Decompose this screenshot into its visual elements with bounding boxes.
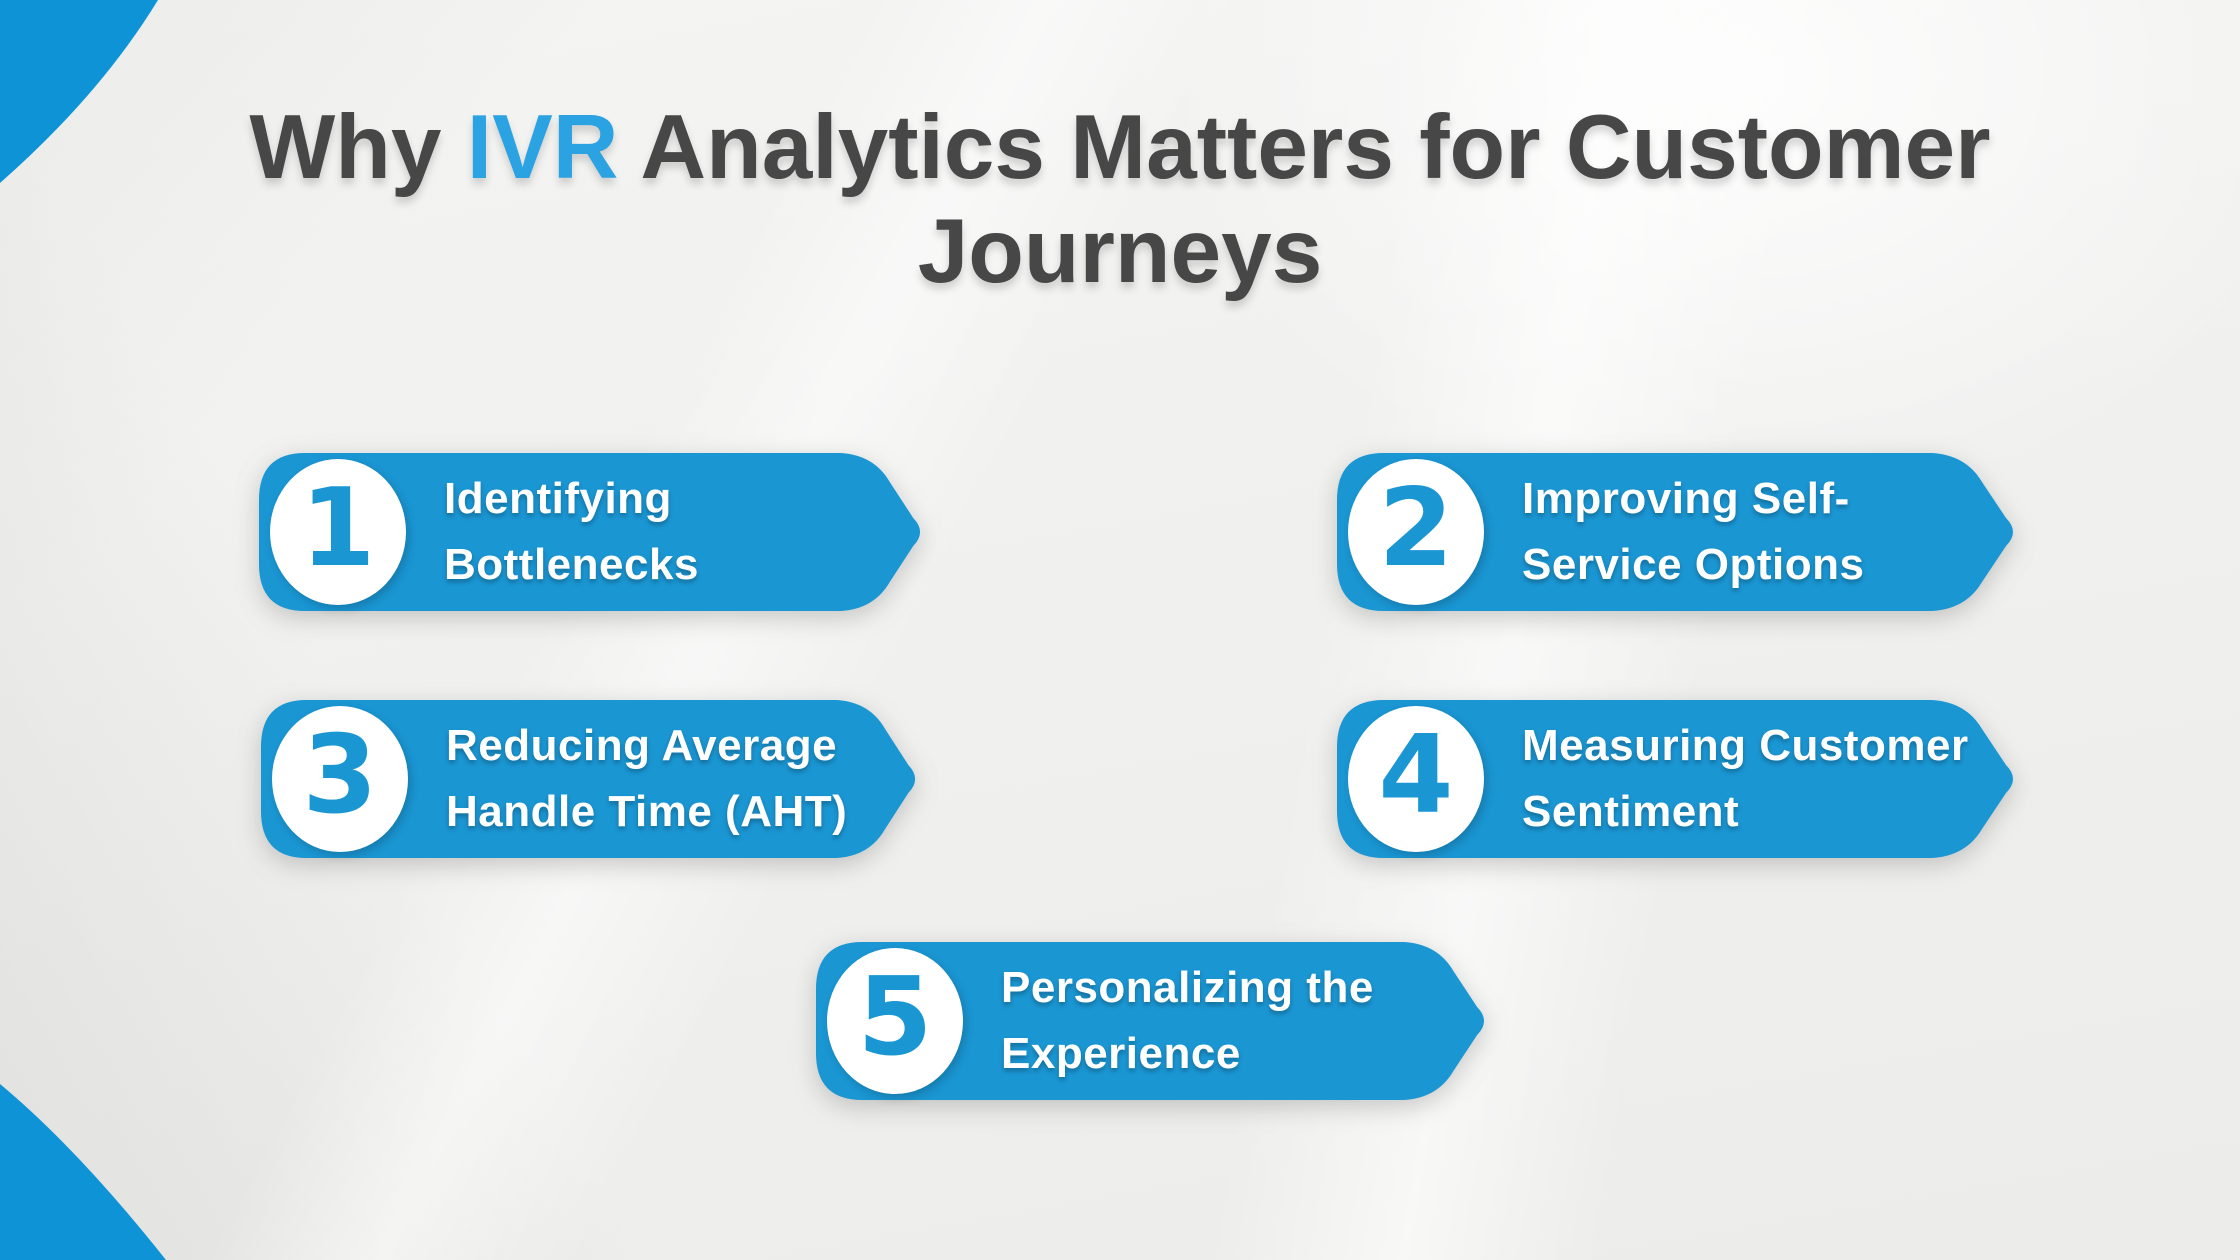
top-left-corner-decoration xyxy=(0,0,158,183)
arrow-pill-shape xyxy=(1337,700,2013,858)
title-highlight-ivr: IVR xyxy=(466,97,619,198)
step-label-line1: Personalizing the xyxy=(1001,963,1374,1012)
page-title: Why IVR Analytics Matters for Customer J… xyxy=(0,96,2240,304)
step-label: Personalizing the Experience xyxy=(1001,941,1451,1101)
step-number: 2 xyxy=(1378,466,1454,591)
step-label: Improving Self- Service Options xyxy=(1522,452,1980,612)
step-label-line2: Handle Time (AHT) xyxy=(446,787,848,836)
step-label-line1: Measuring Customer xyxy=(1522,721,1969,770)
arrow-pill-shape xyxy=(260,700,916,858)
step-number: 4 xyxy=(1378,713,1454,838)
title-line2: Journeys xyxy=(917,201,1323,302)
step-label-line1: Identifying xyxy=(444,474,672,523)
step-label-line1: Improving Self- xyxy=(1522,474,1850,523)
step-label-line2: Bottlenecks xyxy=(444,540,699,589)
title-line1: Why IVR Analytics Matters for Customer xyxy=(0,96,2240,200)
step-label: Measuring Customer Sentiment xyxy=(1522,699,1980,859)
title-text-prefix: Why xyxy=(249,97,442,198)
step-label-line2: Experience xyxy=(1001,1029,1241,1078)
arrow-pill-shape xyxy=(815,942,1485,1100)
arrow-pill-shape xyxy=(258,453,921,611)
step-item-4: 4 Measuring Customer Sentiment xyxy=(1336,699,2016,859)
step-number: 5 xyxy=(857,955,933,1080)
step-number-badge: 2 xyxy=(1348,459,1484,605)
step-number-badge: 5 xyxy=(827,948,963,1094)
step-item-1: 1 Identifying Bottlenecks xyxy=(258,452,923,612)
step-label-line1: Reducing Average xyxy=(446,721,838,770)
step-number-badge: 4 xyxy=(1348,706,1484,852)
step-number-badge: 1 xyxy=(270,459,406,605)
step-item-2: 2 Improving Self- Service Options xyxy=(1336,452,2016,612)
step-item-5: 5 Personalizing the Experience xyxy=(815,941,1487,1101)
step-label: Identifying Bottlenecks xyxy=(444,452,887,612)
title-text-suffix: Analytics Matters for Customer xyxy=(640,97,1991,198)
arrow-pill-shape xyxy=(1337,453,2013,611)
step-number: 3 xyxy=(302,713,378,838)
step-item-3: 3 Reducing Average Handle Time (AHT) xyxy=(260,699,918,859)
step-label-line2: Sentiment xyxy=(1522,787,1740,836)
step-label-line2: Service Options xyxy=(1522,540,1865,589)
bottom-left-corner-decoration xyxy=(0,1084,166,1260)
step-label: Reducing Average Handle Time (AHT) xyxy=(446,699,882,859)
step-number-badge: 3 xyxy=(272,706,408,852)
step-number: 1 xyxy=(300,466,376,591)
